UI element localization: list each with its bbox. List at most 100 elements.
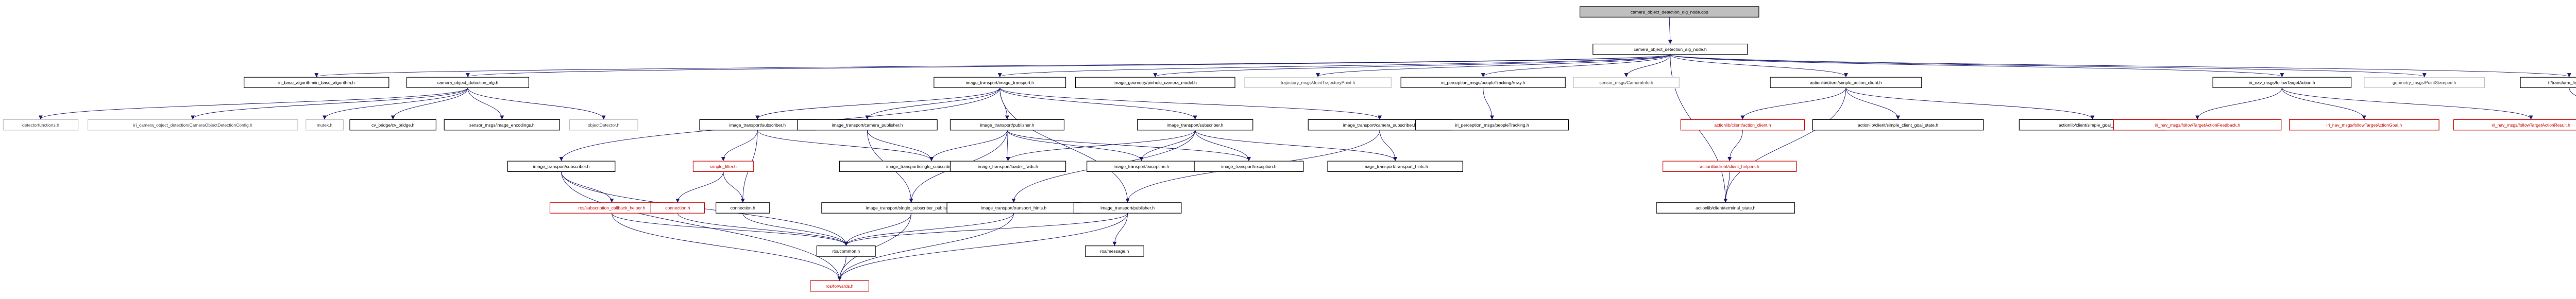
node-label: camera_object_detection_alg_node.cpp bbox=[1631, 9, 1708, 14]
node-it-hints2[interactable]: image_transport/transport_hints.h bbox=[946, 202, 1081, 214]
node-conn[interactable]: connection.h bbox=[715, 202, 770, 214]
edge-it-to-it-sub2 bbox=[999, 87, 1197, 120]
node-roscommon[interactable]: ros/common.h bbox=[816, 245, 876, 257]
node-it-exc2[interactable]: image_transport/exception.h bbox=[1194, 161, 1304, 172]
node-rosfwd[interactable]: ros/forwards.h bbox=[810, 280, 870, 292]
node-box bbox=[950, 119, 1065, 131]
edge-simplefilter-to-conn bbox=[723, 171, 745, 203]
node-mutex[interactable]: mutex.h bbox=[306, 119, 344, 131]
node-alg-node[interactable]: camera_object_detection_alg_node.h bbox=[1592, 43, 1748, 55]
node-label: mutex.h bbox=[317, 122, 333, 128]
node-label: connection.h bbox=[665, 205, 690, 210]
node-termstate[interactable]: actionlib/client/terminal_state.h bbox=[1656, 202, 1795, 214]
node-box bbox=[950, 161, 1066, 172]
node-label: actionlib/client/simple_goal_state.h bbox=[2059, 122, 2127, 128]
node-it-pub2[interactable]: image_transport/publisher.h bbox=[1073, 202, 1182, 214]
node-pstamp[interactable]: geometry_msgs/PointStamped.h bbox=[2364, 77, 2485, 89]
node-label: connection.h bbox=[731, 205, 755, 210]
node-label: image_transport/exception.h bbox=[1114, 164, 1170, 169]
edge-fta-to-ftgoal bbox=[2281, 87, 2366, 120]
node-traj[interactable]: trajectory_msgs/JointTrajectoryPoint.h bbox=[1244, 77, 1392, 89]
node-objdet[interactable]: objectDetector.h bbox=[569, 119, 638, 131]
edge-alg-node-to-pinhole bbox=[1153, 54, 1671, 78]
edge-ac-action-to-ac-helpers bbox=[1727, 130, 1743, 162]
node-it-campub[interactable]: image_transport/camera_publisher.h bbox=[796, 119, 938, 131]
node-box bbox=[1400, 77, 1566, 89]
edge-it-ssp2-to-roscommon bbox=[844, 213, 912, 246]
node-fta[interactable]: iri_nav_msgs/followTargetAction.h bbox=[2212, 77, 2352, 89]
node-root[interactable]: camera_object_detection_alg_node.cpp bbox=[1579, 6, 1759, 17]
node-box bbox=[2113, 119, 2282, 131]
node-it-hints1[interactable]: image_transport/transport_hints.h bbox=[1327, 161, 1463, 172]
node-ftres[interactable]: iri_nav_msgs/followTargetActionResult.h bbox=[2453, 119, 2576, 131]
edge-alg-to-odcfg bbox=[191, 87, 468, 120]
node-box bbox=[2453, 119, 2576, 131]
node-ptarr[interactable]: iri_perception_msgs/peopleTrackingArray.… bbox=[1400, 77, 1566, 89]
node-ftgoal[interactable]: iri_nav_msgs/followTargetActionGoal.h bbox=[2289, 119, 2439, 131]
node-label: image_transport/single_subscriber_publis… bbox=[866, 205, 957, 210]
node-box bbox=[810, 280, 870, 292]
node-ac-helpers[interactable]: actionlib/client/client_helpers.h bbox=[1663, 161, 1797, 172]
node-label: image_transport/subscriber.h bbox=[533, 164, 590, 169]
edge-conn-to-roscommon bbox=[742, 213, 849, 246]
node-label: actionlib/client/simple_action_client.h bbox=[1810, 80, 1882, 85]
node-label: objectDetector.h bbox=[588, 122, 620, 128]
node-box bbox=[1073, 202, 1182, 214]
node-box bbox=[406, 77, 530, 89]
node-imgenc[interactable]: sensor_msgs/image_encodings.h bbox=[444, 119, 561, 131]
node-tflist[interactable]: tf/transform_listener.h bbox=[2520, 77, 2576, 89]
node-box bbox=[1244, 77, 1392, 89]
edge-it-sub1-to-it-ssp bbox=[757, 130, 934, 162]
node-rosmsg[interactable]: ros/message.h bbox=[1084, 245, 1144, 257]
node-label: detectorfunctions.h bbox=[22, 122, 59, 128]
node-it-pub[interactable]: image_transport/publisher.h bbox=[950, 119, 1065, 131]
node-label: actionlib/client/simple_client_goal_stat… bbox=[1858, 122, 1938, 128]
node-it-sub2[interactable]: image_transport/subscriber.h bbox=[1137, 119, 1253, 131]
node-label: ros/forwards.h bbox=[826, 284, 854, 289]
node-box bbox=[1680, 119, 1805, 131]
edge-sac-to-ac-action bbox=[1740, 87, 1846, 120]
edge-it-sub2-to-it-exc1 bbox=[1139, 130, 1196, 162]
node-it-sub3[interactable]: image_transport/subscriber.h bbox=[507, 161, 616, 172]
node-conn-red[interactable]: connection.h bbox=[650, 202, 705, 214]
node-it[interactable]: image_transport/image_transport.h bbox=[934, 77, 1066, 89]
node-pinhole[interactable]: image_geometry/pinhole_camera_model.h bbox=[1075, 77, 1235, 89]
node-odcfg[interactable]: iri_camera_object_detection/CameraObject… bbox=[87, 119, 298, 131]
node-label: image_transport/camera_subscriber.h bbox=[1343, 122, 1417, 128]
node-ac-goalstate[interactable]: actionlib/client/simple_client_goal_stat… bbox=[1812, 119, 1984, 131]
node-box bbox=[1415, 119, 1569, 131]
edge-it-sub2-to-it-loader bbox=[1006, 130, 1196, 162]
node-it-loader[interactable]: image_transport/loader_fwds.h bbox=[950, 161, 1066, 172]
node-cvbridge[interactable]: cv_bridge/cv_bridge.h bbox=[349, 119, 436, 131]
node-caminfo[interactable]: sensor_msgs/CameraInfo.h bbox=[1573, 77, 1680, 89]
node-box bbox=[244, 77, 389, 89]
edge-alg-node-to-sac bbox=[1670, 54, 1848, 78]
nodes-layer: camera_object_detection_alg_node.cppcame… bbox=[3, 6, 2576, 292]
node-base-alg[interactable]: iri_base_algorithm/iri_base_algorithm.h bbox=[244, 77, 389, 89]
node-detfunc[interactable]: detectorfunctions.h bbox=[3, 119, 79, 131]
edge-alg-node-to-alg bbox=[466, 54, 1671, 78]
node-label: ros/subscription_callback_helper.h bbox=[579, 205, 646, 210]
edge-alg-node-to-it bbox=[998, 54, 1671, 78]
node-ac-action[interactable]: actionlib/client/action_client.h bbox=[1680, 119, 1805, 131]
edge-it-pub2-to-rosmsg bbox=[1112, 213, 1128, 246]
edge-it-to-it-pub2 bbox=[999, 87, 1130, 203]
node-box bbox=[1075, 77, 1235, 89]
edge-it-sub3-to-subcb bbox=[561, 171, 614, 203]
node-ftfb[interactable]: iri_nav_msgs/followTargetActionFeedback.… bbox=[2113, 119, 2282, 131]
node-box bbox=[934, 77, 1066, 89]
node-box bbox=[1770, 77, 1922, 89]
edge-alg-to-cvbridge bbox=[391, 87, 468, 120]
edge-roscommon-to-rosfwd bbox=[837, 256, 846, 281]
node-it-exc1[interactable]: image_transport/exception.h bbox=[1087, 161, 1196, 172]
node-sac[interactable]: actionlib/client/simple_action_client.h bbox=[1770, 77, 1922, 89]
node-label: iri_camera_object_detection/CameraObject… bbox=[133, 122, 252, 128]
edge-alg-node-to-base-alg bbox=[315, 54, 1671, 78]
node-alg[interactable]: camera_object_detection_alg.h bbox=[406, 77, 530, 89]
node-pt[interactable]: iri_perception_msgs/peopleTracking.h bbox=[1415, 119, 1569, 131]
edge-sac-to-termstate bbox=[1723, 87, 1846, 203]
edge-it-camsub-to-it-hints1 bbox=[1379, 130, 1398, 162]
node-box bbox=[2364, 77, 2485, 89]
node-label: actionlib/client/action_client.h bbox=[1714, 122, 1771, 128]
node-simplefilter[interactable]: simple_filter.h bbox=[692, 161, 754, 172]
